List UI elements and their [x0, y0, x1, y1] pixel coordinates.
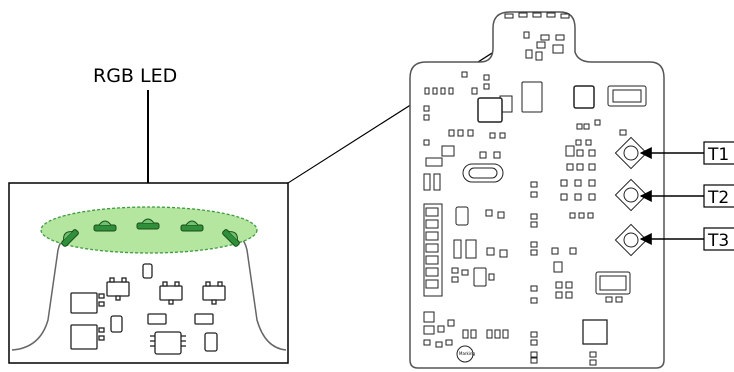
led-1 — [61, 229, 79, 247]
t2-label: T2 — [707, 188, 729, 208]
t1-label: T1 — [707, 145, 729, 165]
inset-components — [70, 263, 226, 355]
board-leds — [504, 12, 570, 19]
board-components — [423, 31, 647, 366]
led-5 — [222, 229, 240, 247]
t3-label-box — [703, 227, 734, 251]
led-4 — [180, 220, 204, 232]
rgb-led-label: RGB LED — [93, 65, 177, 87]
led-highlight-ellipse — [40, 206, 258, 254]
led-2 — [93, 220, 117, 232]
marking-text: Marking — [459, 351, 476, 356]
t1-label-box — [703, 141, 734, 165]
switch-t1 — [614, 136, 648, 170]
t2-label-box — [703, 184, 734, 208]
switch-t2 — [614, 178, 648, 212]
led-3 — [136, 218, 160, 230]
t3-label: T3 — [707, 231, 729, 251]
zoom-line-bottom — [287, 30, 528, 184]
switch-t3 — [614, 223, 648, 257]
